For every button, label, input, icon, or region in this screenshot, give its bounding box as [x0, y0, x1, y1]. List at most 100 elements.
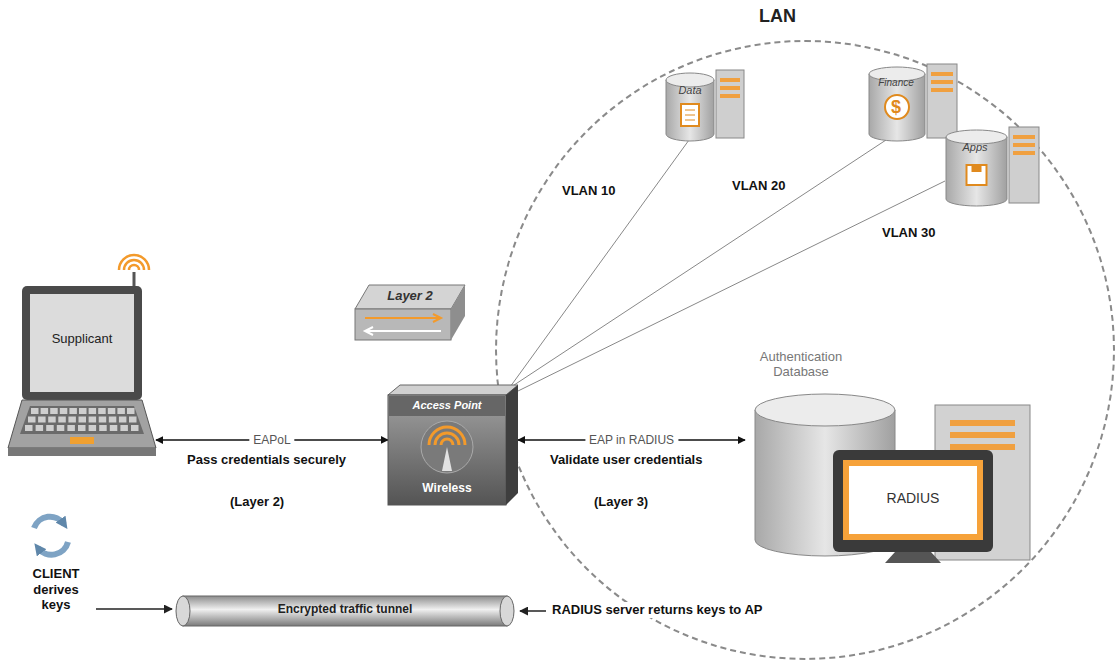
- floppy-shutter: [972, 166, 982, 172]
- coin-icon: [885, 95, 909, 119]
- vlan-line: [518, 181, 945, 391]
- shape-group: [355, 285, 465, 340]
- key: [58, 417, 66, 423]
- key: [79, 408, 87, 414]
- supplicant-laptop: Supplicant: [8, 250, 156, 460]
- touchpad: [70, 437, 94, 444]
- apps-server: Apps: [945, 125, 1040, 205]
- edge-label: EAP in RADIUS: [585, 433, 678, 447]
- cylinder-top: [755, 394, 895, 426]
- vlan-label: VLAN 20: [730, 178, 787, 194]
- key: [89, 425, 97, 431]
- server-name: Finance: [870, 77, 922, 89]
- step-caption: Pass credentials securely: [185, 452, 348, 468]
- cycle-icon: [34, 517, 68, 555]
- drive-slot: [931, 80, 953, 84]
- server-tower: [927, 64, 957, 138]
- key: [46, 425, 54, 431]
- region-title: LAN: [759, 6, 796, 27]
- vlan-line: [514, 140, 886, 385]
- key: [117, 408, 125, 414]
- drive-slot: [720, 94, 740, 98]
- key: [129, 417, 137, 423]
- box-front: [355, 309, 451, 340]
- box-side: [451, 285, 465, 340]
- shape-group: [8, 255, 156, 456]
- antenna: [442, 447, 452, 471]
- lan-region: LANDataFinance$AppsAuthentication Databa…: [495, 40, 1115, 660]
- drive-slot: [1013, 135, 1035, 139]
- box-top: [388, 385, 518, 395]
- device-name: Access Point: [392, 399, 502, 412]
- key: [127, 408, 135, 414]
- cycle-arrow: [38, 542, 68, 555]
- switch-arrow: [365, 327, 441, 335]
- device-subtitle: Wireless: [392, 482, 502, 496]
- laptop-edge: [8, 448, 156, 456]
- vlan-label: VLAN 30: [880, 225, 937, 241]
- shape-group: [176, 596, 514, 626]
- server-name: Data: [667, 84, 713, 97]
- apps-server-shape: [945, 125, 1040, 205]
- layer2-switch: Layer 2: [355, 285, 465, 340]
- drive-slot: [720, 86, 740, 90]
- key: [79, 417, 87, 423]
- wifi-arc: [435, 433, 459, 445]
- drive-slot: [931, 72, 953, 76]
- key: [109, 417, 117, 423]
- drive-slot: [720, 78, 740, 82]
- document-lines: [685, 110, 695, 120]
- vlan-line: [512, 140, 690, 385]
- key: [48, 417, 56, 423]
- laptop-lid: [22, 286, 142, 400]
- key: [108, 408, 116, 414]
- wifi-arc: [124, 260, 144, 270]
- switch-arrow: [365, 314, 441, 322]
- laptop-base: [8, 400, 156, 448]
- radius-server-shape: [745, 350, 1035, 565]
- wifi-arc: [119, 255, 149, 270]
- key: [78, 425, 86, 431]
- drive-slot: [950, 420, 1015, 426]
- document-icon: [681, 104, 699, 126]
- key: [57, 425, 65, 431]
- currency-symbol: $: [886, 95, 906, 119]
- drive-slot: [931, 88, 953, 92]
- cycle-arrow: [34, 517, 64, 528]
- key: [110, 425, 118, 431]
- header-band: [389, 396, 505, 416]
- shape-group: [946, 127, 1039, 206]
- finance-server-shape: [868, 62, 958, 140]
- layer-note: (Layer 2): [228, 494, 286, 510]
- key: [25, 425, 33, 431]
- wifi-arc: [441, 439, 453, 445]
- shape-group: [869, 64, 957, 141]
- shape-group: [666, 70, 744, 141]
- layer-note: (Layer 3): [592, 494, 650, 510]
- drive-slot: [1013, 151, 1035, 155]
- radius-server: Authentication DatabaseRADIUS: [745, 350, 1035, 565]
- key: [99, 417, 107, 423]
- screen-text: Supplicant: [32, 332, 132, 347]
- key: [28, 417, 36, 423]
- monitor-frame: [833, 450, 993, 552]
- pointer-arrow: [96, 608, 172, 610]
- key: [131, 425, 139, 431]
- key: [38, 417, 46, 423]
- key: [68, 417, 76, 423]
- key: [50, 408, 58, 414]
- edge-label: EAPoL: [249, 433, 294, 447]
- key: [60, 408, 68, 414]
- laptop-screen: [30, 294, 134, 392]
- floppy-icon: [967, 165, 987, 185]
- key: [31, 408, 39, 414]
- drive-slot: [950, 444, 1015, 450]
- key: [89, 417, 97, 423]
- box-front: [388, 395, 506, 505]
- shape-group: [388, 385, 518, 505]
- screen-text: RADIUS: [853, 490, 973, 506]
- server-tower: [1009, 127, 1039, 203]
- shape-group: [755, 394, 1030, 563]
- key: [67, 425, 75, 431]
